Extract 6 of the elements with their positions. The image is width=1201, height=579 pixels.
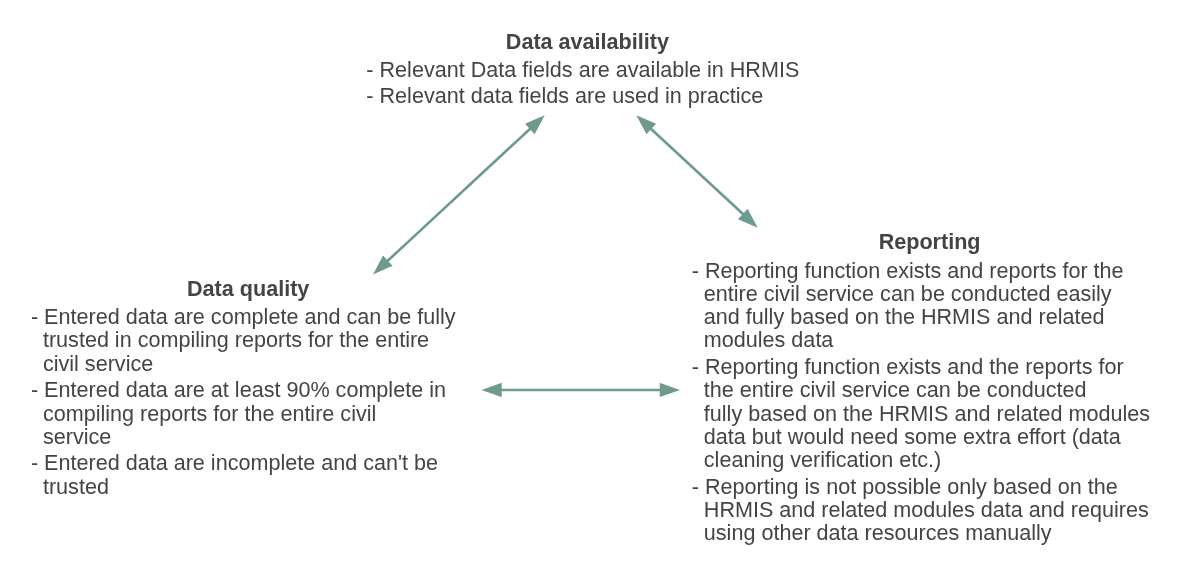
node-text: Reporting - Reporting function exists and reports for the entire civil service can be conducted easily and fully based on the HRMIS and related modules data - Reporting function exists and the reports for the entire civil service can be conducted fully based on the HRMIS and related modules data but would need some extra effort (data cleaning verification etc.) - Reporting is not possible only based on the HRMIS and related modules data and requires using other data resources manually bbox=[691, 229, 1151, 546]
arrow bbox=[372, 115, 545, 275]
node-text: Data availability - Relevant Data fields are available in HRMIS - Relevant data fields are used in practice bbox=[366, 28, 800, 109]
node-text: Data quality - Entered data are complete and can be fully trusted in compiling reports for the entire civil service - Entered data are at least 90% complete in compiling reports for the entire civil service - Entered data are incomplete and can't be trusted bbox=[30, 275, 456, 499]
arrow bbox=[481, 382, 681, 398]
arrow bbox=[636, 115, 758, 228]
